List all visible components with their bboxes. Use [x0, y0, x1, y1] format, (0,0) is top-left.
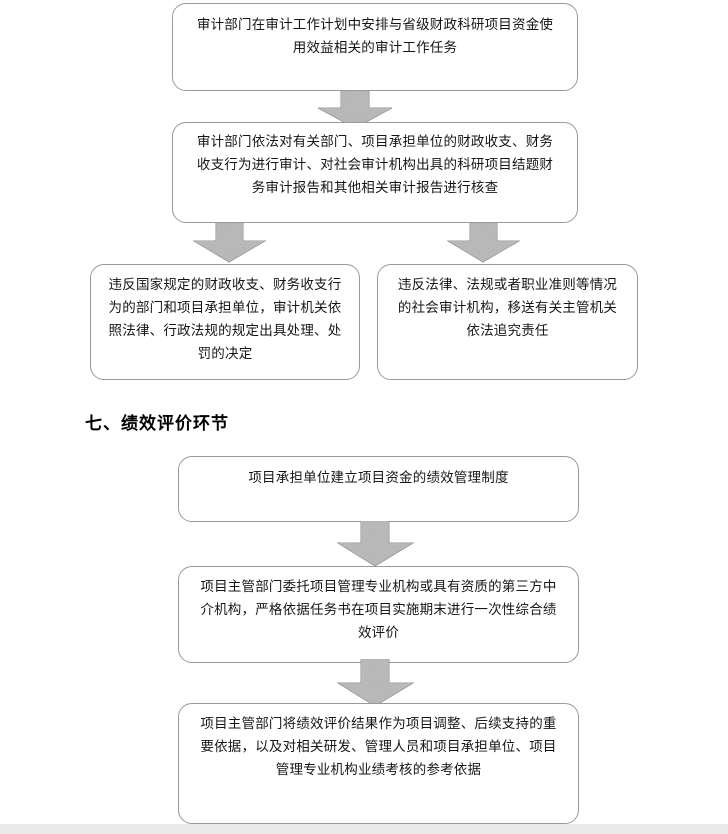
performance-result-box-text: 项目主管部门将绩效评价结果作为项目调整、后续支持的重要依据，以及对相关研发、管理… — [200, 716, 557, 778]
arrow-down-icon — [446, 223, 521, 263]
audit-penalty-left-box: 违反国家规定的财政收支、财务收支行为的部门和项目承担单位，审计机关依照法律、行政… — [90, 264, 360, 380]
arrow-system-to-evaluation — [333, 521, 425, 567]
arrow-audit-plan-to-execute — [310, 91, 400, 129]
arrow-execute-to-penalty-right — [440, 223, 530, 263]
audit-penalty-right-box-text: 违反法律、法规或者职业准则等情况的社会审计机构，移送有关主管机关依法追究责任 — [397, 277, 618, 339]
arrow-down-icon — [336, 521, 415, 567]
audit-execute-box-text: 审计部门依法对有关部门、项目承担单位的财政收支、财务收支行为进行审计、对社会审计… — [196, 134, 554, 196]
audit-penalty-left-box-text: 违反国家规定的财政收支、财务收支行为的部门和项目承担单位，审计机关依照法律、行政… — [108, 277, 342, 362]
performance-section-heading: 七、绩效评价环节 — [85, 414, 229, 434]
audit-execute-box: 审计部门依法对有关部门、项目承担单位的财政收支、财务收支行为进行审计、对社会审计… — [172, 122, 578, 223]
performance-evaluation-box: 项目主管部门委托项目管理专业机构或具有资质的第三方中介机构，严格依据任务书在项目… — [178, 566, 579, 663]
audit-plan-box: 审计部门在审计工作计划中安排与省级财政科研项目资金使用效益相关的审计工作任务 — [172, 3, 578, 91]
page-footer-strip — [0, 824, 728, 834]
performance-result-box: 项目主管部门将绩效评价结果作为项目调整、后续支持的重要依据，以及对相关研发、管理… — [178, 703, 579, 824]
arrow-down-icon — [192, 223, 267, 263]
audit-plan-box-text: 审计部门在审计工作计划中安排与省级财政科研项目资金使用效益相关的审计工作任务 — [196, 17, 554, 56]
arrow-down-icon — [317, 91, 393, 129]
arrow-down-icon — [336, 659, 415, 707]
performance-system-box-text: 项目承担单位建立项目资金的绩效管理制度 — [248, 470, 509, 486]
performance-evaluation-box-text: 项目主管部门委托项目管理专业机构或具有资质的第三方中介机构，严格依据任务书在项目… — [200, 579, 557, 641]
performance-system-box: 项目承担单位建立项目资金的绩效管理制度 — [178, 456, 579, 522]
audit-penalty-right-box: 违反法律、法规或者职业准则等情况的社会审计机构，移送有关主管机关依法追究责任 — [377, 264, 638, 380]
arrow-execute-to-penalty-left — [186, 223, 276, 263]
arrow-evaluation-to-result — [333, 659, 425, 707]
